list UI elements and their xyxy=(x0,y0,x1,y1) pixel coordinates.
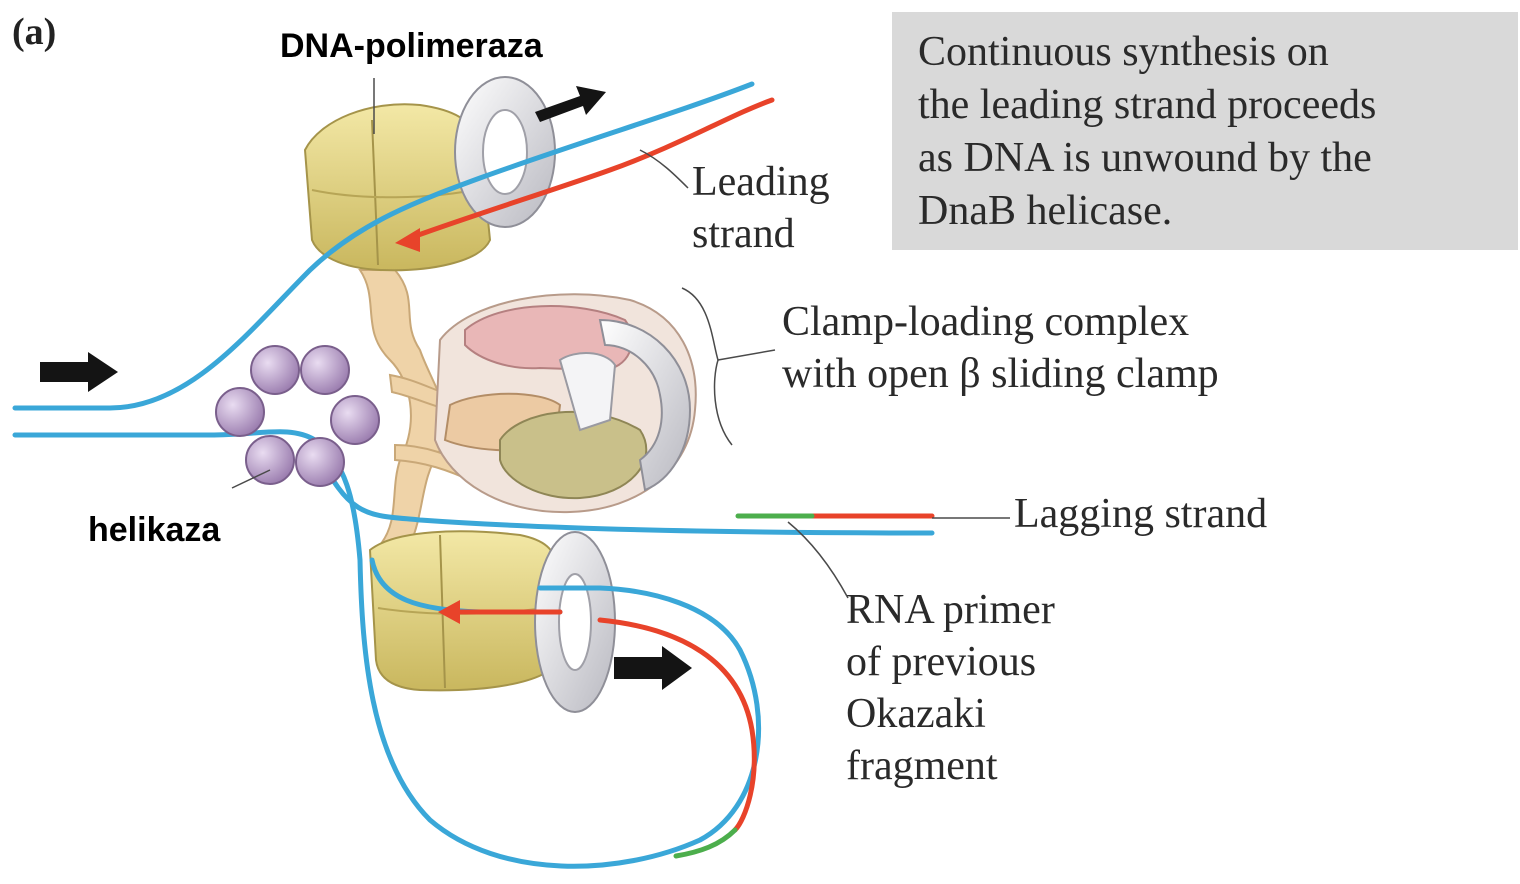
leading-strand-label: Leading strand xyxy=(692,156,830,260)
arrow-left-icon xyxy=(40,352,118,392)
clamp-loading-label: Clamp-loading complex with open β slidin… xyxy=(782,296,1219,400)
helicase-label: helikaza xyxy=(88,510,220,550)
arrow-upper-icon xyxy=(535,86,606,122)
lagging-strand-label: Lagging strand xyxy=(1014,488,1267,540)
arrow-lower-icon xyxy=(614,646,692,690)
rna-primer xyxy=(676,516,812,856)
rna-primer-label: RNA primer of previous Okazaki fragment xyxy=(846,584,1055,792)
clamp-loading-complex xyxy=(435,294,696,512)
helicase-hexamer xyxy=(216,346,379,486)
dna-polymerase-label: DNA-polimeraza xyxy=(280,26,543,66)
